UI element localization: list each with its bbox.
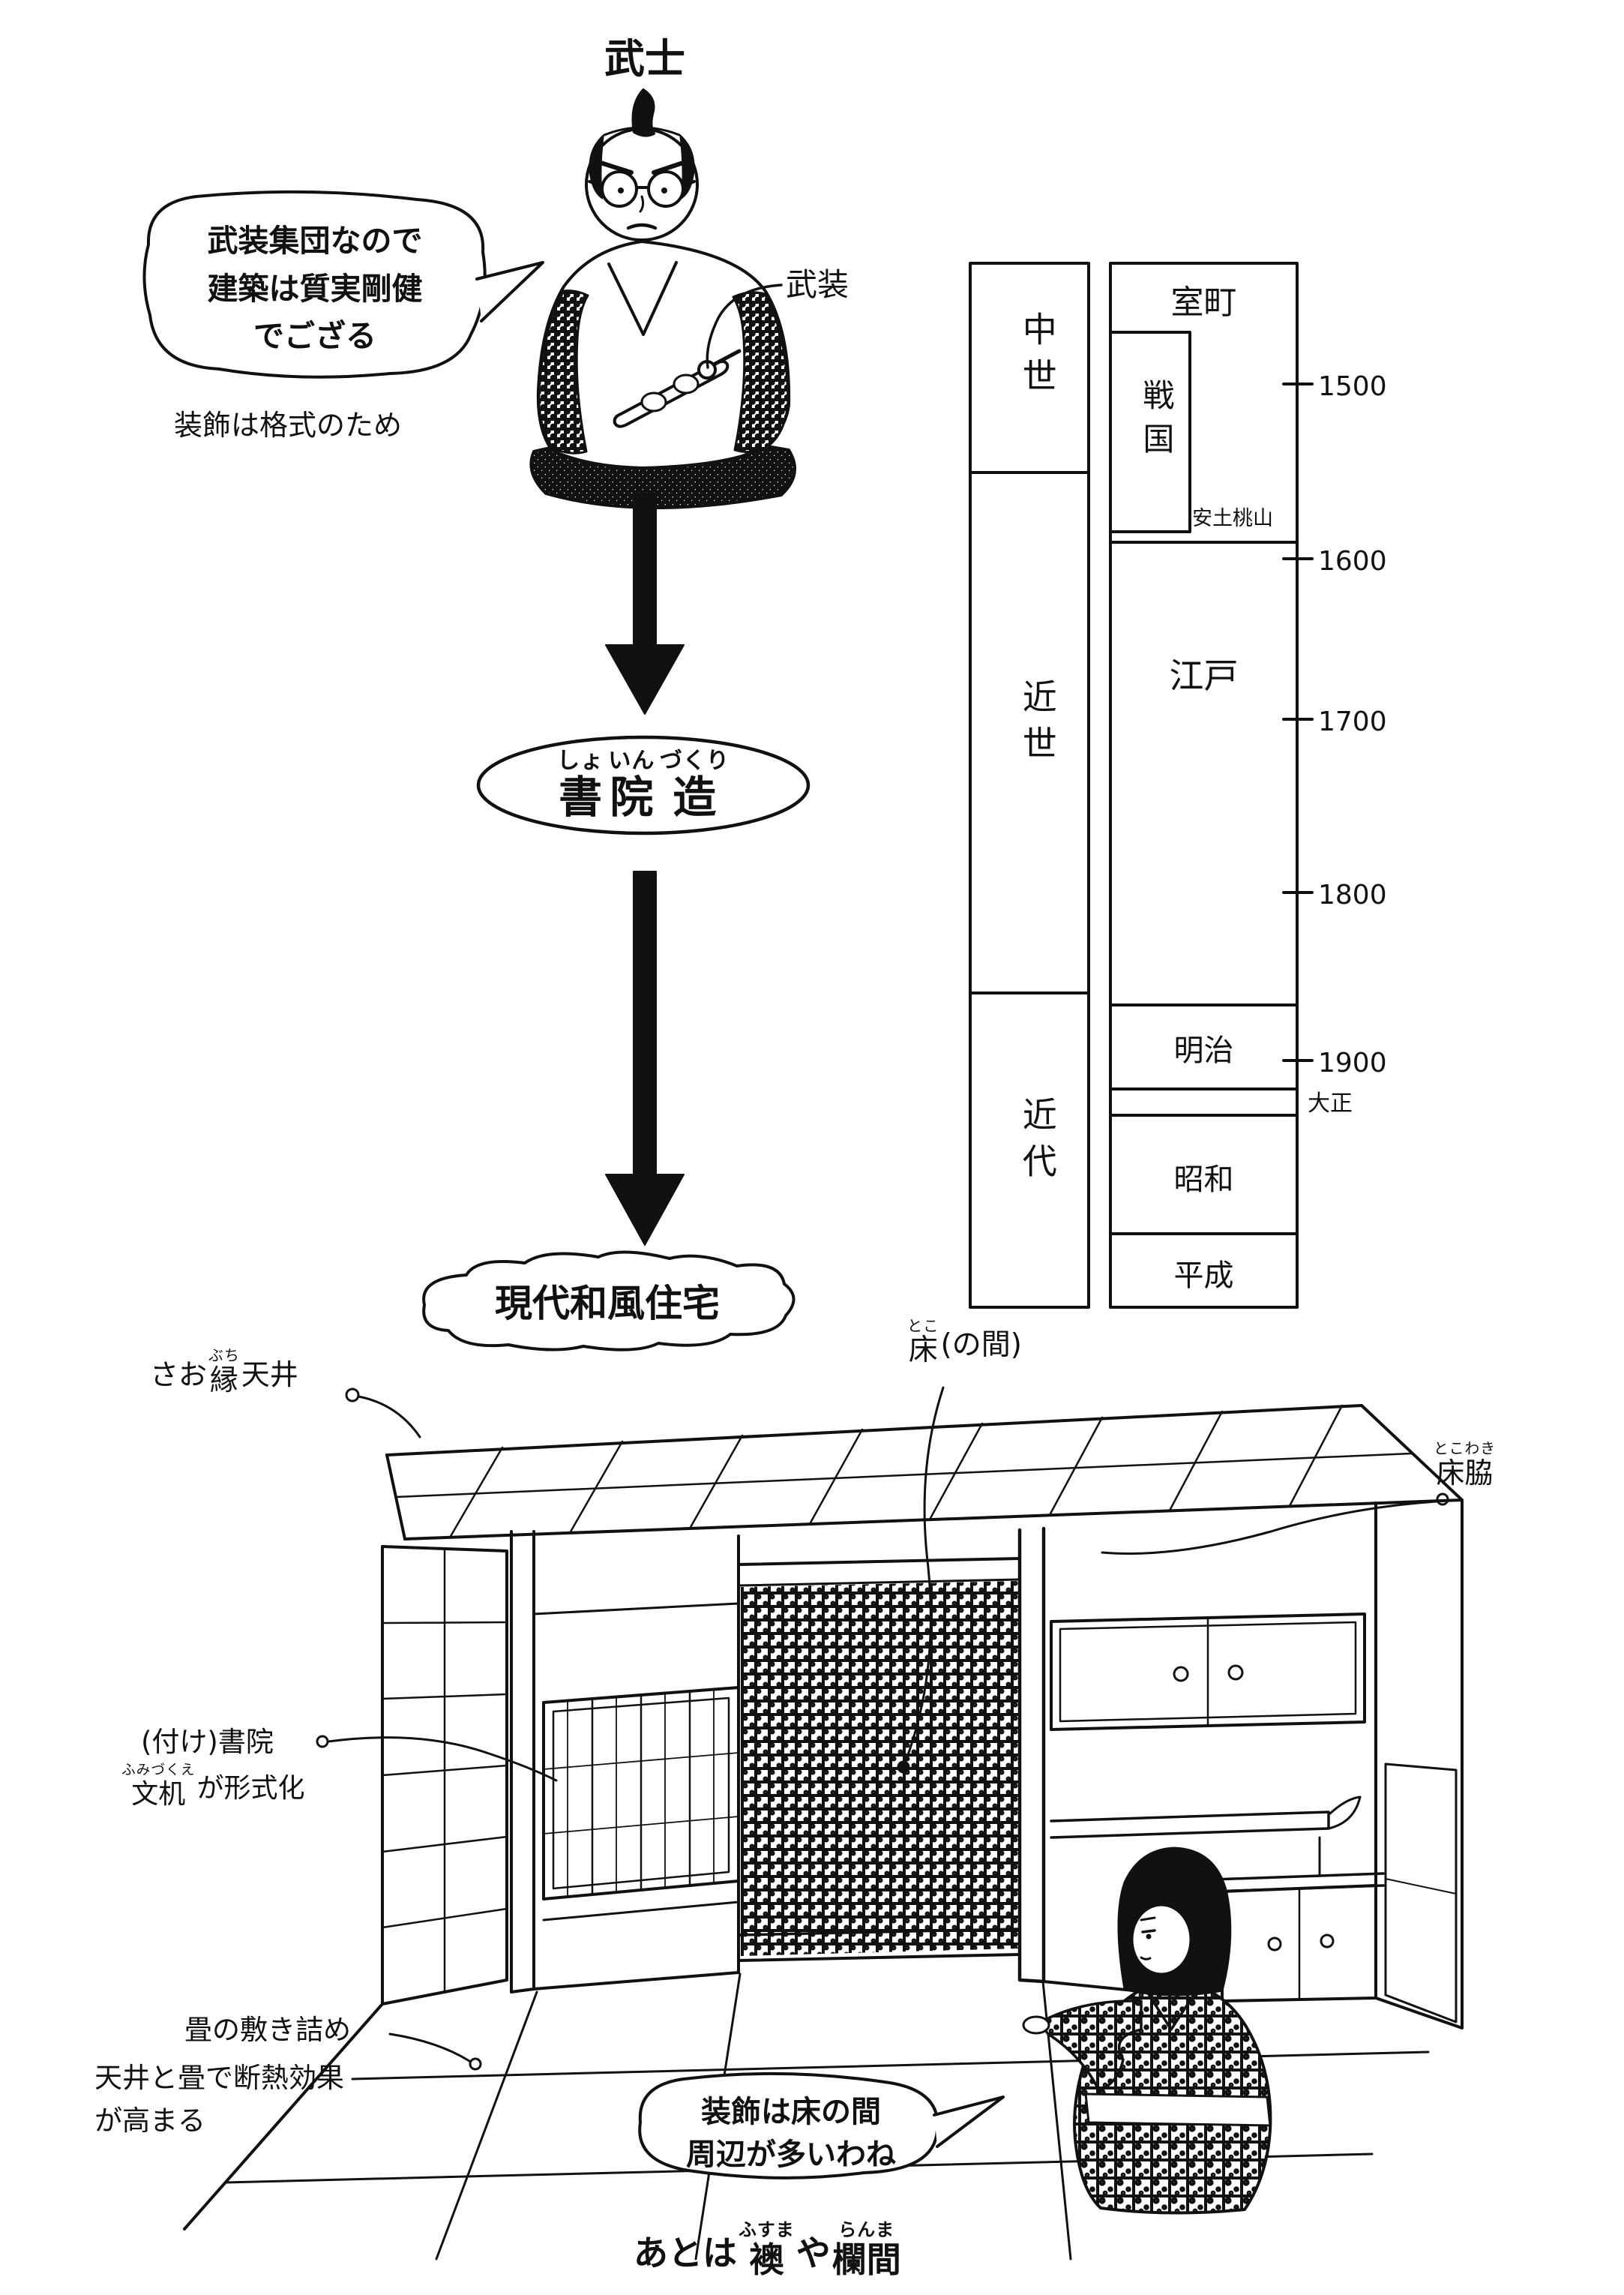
insulation-note: 天井と畳で断熱効果 が高まる [94,2062,344,2138]
timeline-chart [969,262,1314,1309]
samurai-speech-bubble [142,190,544,379]
ceiling-label-kanji: 縁 [209,1363,238,1396]
flow-arrow-2 [605,871,685,1246]
tokonoma-label-post: (の間) [940,1328,1022,1362]
label-leaders [316,1386,1449,2071]
tatami-note: 畳の敷き詰め [184,2014,351,2046]
armament-leader-line [706,284,783,369]
decoration-note: 装飾は格式のため [174,409,403,442]
period-edo: 江戸 [1169,656,1239,696]
modern-house-label: 現代和風住宅 [495,1282,720,1325]
samurai-speech-text: 武装集団なので 建築は質実剛健 でござる [207,223,423,355]
bottom-note-pre: あとは [634,2232,737,2273]
bottom-note-mid: や [796,2232,831,2273]
samurai-figure [529,88,796,509]
shoin-kanji-2: 院 [610,772,654,824]
shoin-kanji-3: 造 [673,772,717,824]
tsuke-shoin-window [532,1602,740,1990]
shoin-furigana-2: いん [608,747,655,774]
tokowaki-section [1042,1500,1464,2030]
year-mark-1500: 1500 [1318,371,1387,402]
girl-speech-bubble [638,2072,1005,2180]
girl-speech-text: 装飾は床の間 周辺が多いわね [686,2095,896,2172]
desk-note-furigana: ふみづくえ [121,1762,196,1778]
era-label-kinsei: 近世 [1017,679,1058,772]
shoin-kanji-1: 書 [559,772,603,824]
ceiling [385,1404,1464,1540]
shoin-bubble [476,735,811,836]
room-drawing [183,1386,1464,2260]
tokowaki-label-kanji: 床脇 [1436,1456,1494,1490]
era-label-kindai: 近代 [1017,1096,1058,1190]
samurai-title: 武士 [604,35,685,82]
tokowaki-label-furigana: とこわき [1434,1440,1497,1457]
shoin-furigana-1: しょ [556,747,604,774]
year-mark-1900: 1900 [1318,1048,1387,1078]
desk-note: ふみづくえ 文机 が形式化 [121,1762,305,1810]
era-label-chusei: 中世 [1017,311,1058,404]
flow-arrow-1 [605,493,685,715]
shoin-label: しょ 書 いん 院 づくり 造 [480,741,807,830]
tokonoma-label-kanji: 床 [908,1334,938,1368]
girl-face [1131,1904,1192,1976]
ceiling-label-furigana: ぶち [208,1347,240,1364]
armament-label: 武装 [786,266,849,303]
shoin-furigana-3: づくり [659,747,730,774]
period-showa: 昭和 [1173,1162,1234,1197]
girl-figure [1022,1846,1272,2215]
ceiling-label-pre: さお [150,1358,208,1391]
tokonoma-alcove [737,1526,1046,1984]
year-ticks [1282,382,1314,1062]
year-mark-1700: 1700 [1318,706,1387,737]
bottom-note-fusuma: 襖 [749,2239,784,2280]
girl-hand [1022,2015,1050,2035]
year-mark-1600: 1600 [1318,546,1387,577]
modern-cloud-bubble [422,1250,796,1352]
bottom-note-furigana-ranma: らんま [838,2219,895,2240]
tokonoma-label-furigana: とこ [907,1317,939,1335]
period-sengoku: 戦国 [1137,379,1175,466]
toko-pillar [1017,1526,1046,1984]
ceiling-label-post: 天井 [241,1358,298,1391]
shoin-window-label: (付け)書院 [141,1726,274,1758]
desk-note-kanji: 文机 [131,1778,186,1810]
topknot-icon [631,88,655,137]
period-muromachi: 室町 [1170,284,1237,322]
bottom-note-furigana-fusuma: ふすま [739,2219,795,2240]
tokowaki-label: とこわき 床脇 [1434,1442,1496,1489]
glasses-icon [588,170,696,208]
bottom-note-ranma: 欄間 [831,2239,901,2280]
tokonoma-label: とこ 床 (の間) [907,1318,1022,1366]
staggered-shelf [1050,1810,1330,1839]
period-taisho: 大正 [1308,1090,1353,1117]
period-heisei: 平成 [1173,1258,1234,1293]
period-meiji: 明治 [1173,1034,1234,1068]
ceiling-label: さお ぶち 縁 天井 [150,1348,298,1396]
period-azuchimomoyama: 安土桃山 [1192,507,1273,530]
upper-cabinet [1050,1612,1366,1731]
bottom-note: あとは ふすま 襖 や らんま 欄間 [634,2219,901,2280]
year-mark-1800: 1800 [1318,880,1387,910]
left-shoji-wall [183,1545,508,2230]
desk-note-post: が形式化 [196,1773,305,1804]
sengoku-box [1109,331,1191,533]
